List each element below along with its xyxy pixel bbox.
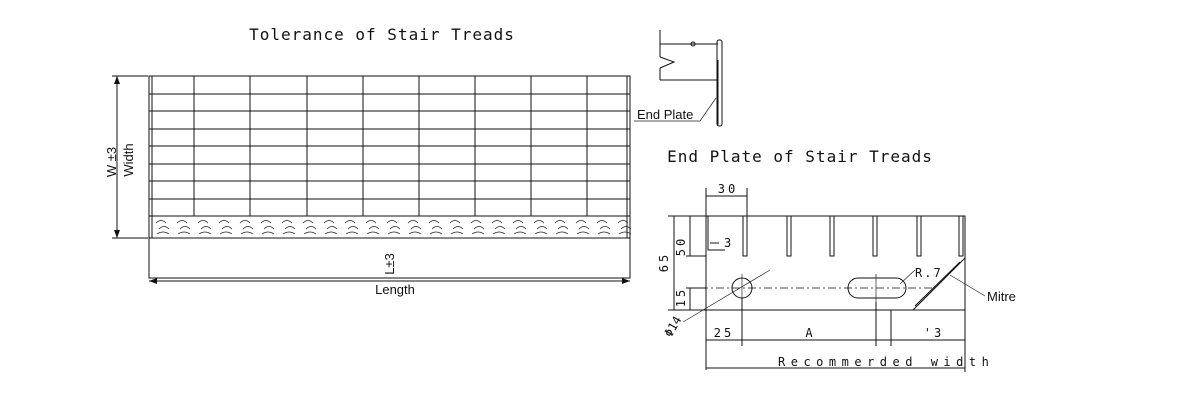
nosing-mark [239,220,254,235]
stair-tread-plate [148,75,631,239]
arrow-head [114,230,120,238]
nosing-mark [470,220,485,235]
nosing-pattern [155,220,632,235]
dim-height-total-value: 65 [657,252,671,272]
arrow-head [114,76,120,84]
nosing-mark [491,220,506,235]
dim-slot-width-value: 3 [724,236,731,250]
first-slot-detail [707,216,725,251]
arrow-head [149,278,157,284]
nosing-mark [554,220,569,235]
diameter-leader [682,269,771,323]
plate-slots [742,215,964,257]
nosing-mark [512,220,527,235]
nosing-mark [407,220,422,235]
width-label: Width [121,143,136,176]
nosing-mark [323,220,338,235]
dim-radius-value: R.7 [915,266,943,280]
nosing-mark [365,220,380,235]
dim-height-upper-value: 50 [674,236,688,256]
dim-left-edge-value: 25 [714,326,734,340]
mitre-edge [912,257,966,311]
nosing-mark [533,220,548,235]
tread-end-strip [148,237,631,279]
nosing-mark [260,220,275,235]
mitre-label: Mitre [987,289,1016,304]
dim-hole-diameter-value: Φ14 [661,314,684,340]
nosing-mark [197,220,212,235]
width-tolerance-label: W ±3 [104,147,119,177]
stair-tread-tolerance-drawing: Tolerance of Stair Treads [104,25,632,297]
nosing-mark [596,220,611,235]
nosing-mark [575,220,590,235]
nosing-mark [449,220,464,235]
dim-right-edge-value: '3 [924,326,944,340]
arrow-head [622,278,630,284]
nosing-mark [281,220,296,235]
dim-a-value: A [805,326,813,340]
end-plate-drawing: End Plate of Stair Treads 30 3 65 50 [657,147,1016,372]
slotted-hole [847,277,907,299]
end-plate-side-detail: End Plate [634,30,723,127]
left-drawing-title: Tolerance of Stair Treads [249,25,515,44]
end-plate-callout: End Plate [637,107,693,122]
recommended-width-label: Recommerded width [778,355,994,369]
nosing-mark [386,220,401,235]
cross-bars [193,76,588,216]
nosing-mark [176,220,191,235]
mitre-leader [949,274,986,297]
dim-hole-offset-value: 15 [674,287,688,307]
dim-top-value: 30 [718,182,738,196]
nosing-mark [617,220,632,235]
length-tolerance-label: L±3 [382,253,397,275]
nosing-mark [218,220,233,235]
nosing-mark [428,220,443,235]
right-drawing-title: End Plate of Stair Treads [667,147,933,166]
end-plate-outline [705,215,966,311]
nosing-mark [302,220,317,235]
length-label: Length [375,282,415,297]
nosing-mark [344,220,359,235]
nosing-mark [155,220,170,235]
